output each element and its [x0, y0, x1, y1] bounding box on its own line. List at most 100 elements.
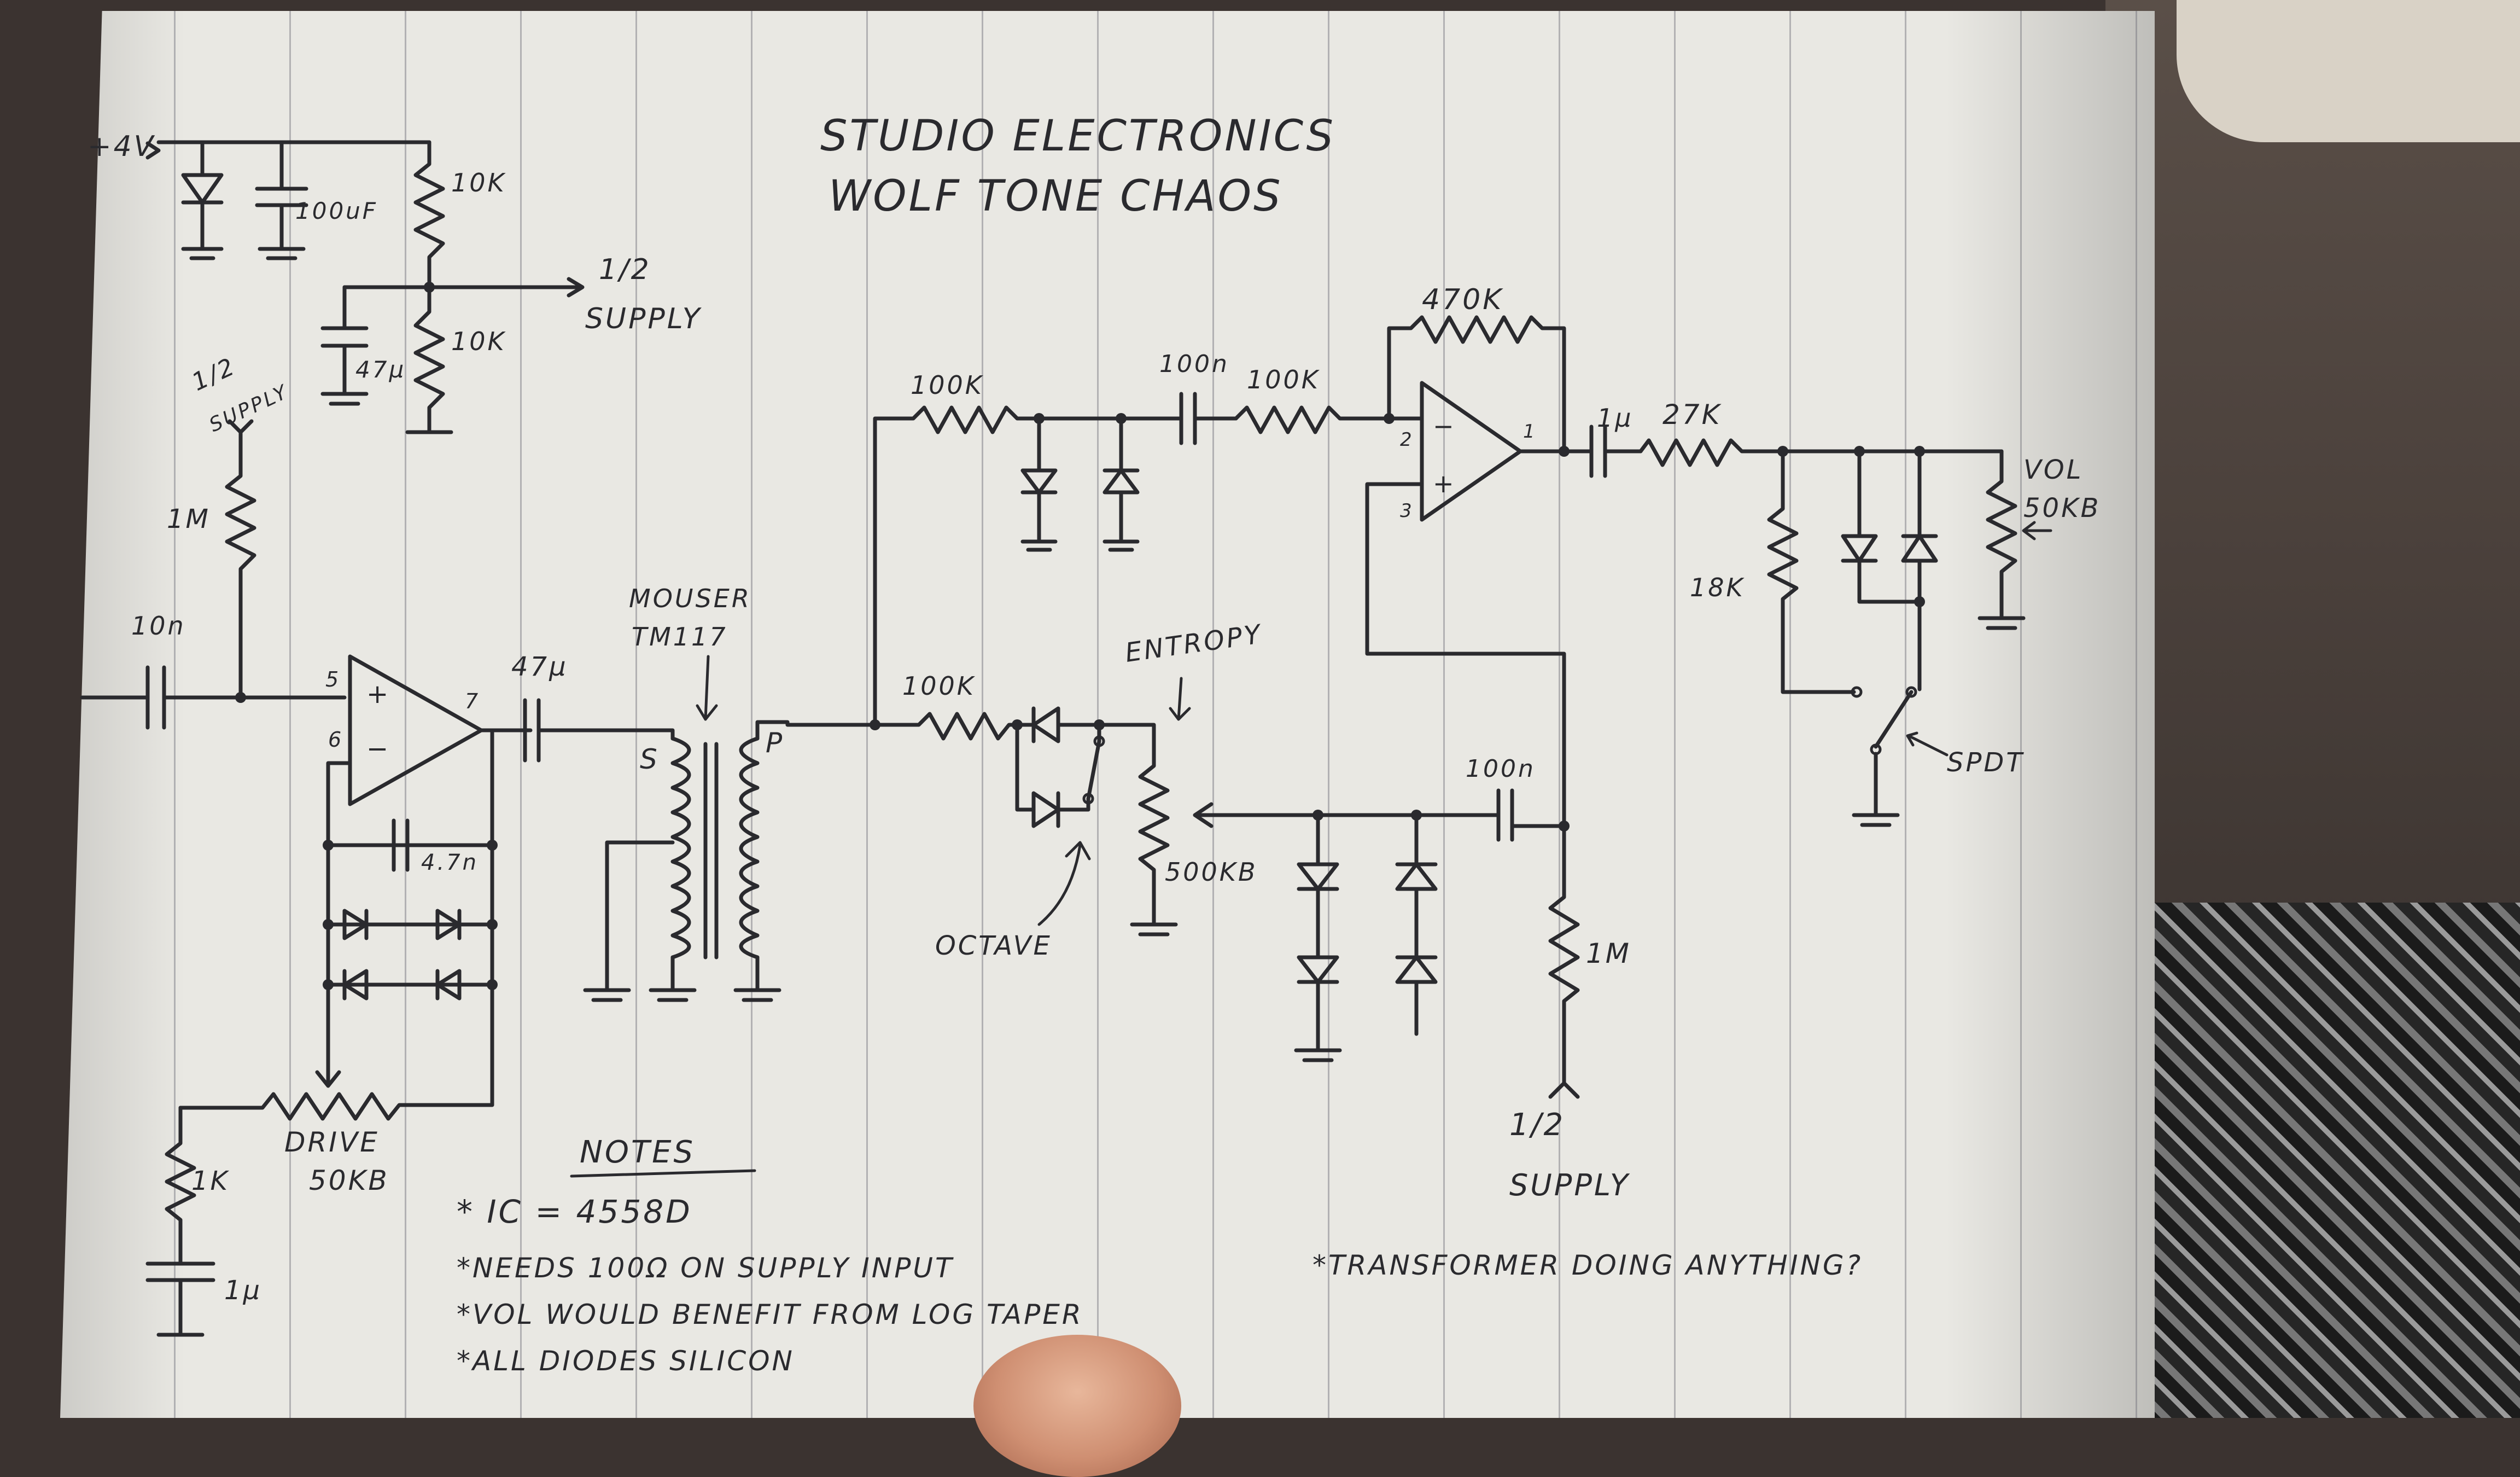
background-cushion	[2177, 0, 2520, 142]
title-line2: WOLF TONE CHAOS	[829, 172, 1282, 221]
cap-1u-symbol	[1518, 425, 1643, 478]
opamp-2-symbol	[1420, 381, 1522, 522]
cap-100uf-symbol	[255, 140, 308, 260]
half-supply-bottom-label: 1/2	[1509, 1107, 1565, 1143]
cap-47u-label: 47μ	[355, 356, 406, 383]
cap-100n-low-label: 100n	[1466, 755, 1536, 783]
cap-47u-out-label: 47μ	[511, 652, 568, 682]
cap-100n-mid-symbol	[1124, 392, 1238, 445]
volume-wiper	[2022, 521, 2052, 540]
pin2-label: 2	[1400, 429, 1414, 451]
note-item-4: *ALL DIODES SILICON	[457, 1345, 795, 1377]
clip-diodes-top	[326, 909, 494, 940]
octave-pointer	[1037, 841, 1091, 926]
pot-500kb-label: 500KB	[1165, 857, 1258, 887]
svg-text:+: +	[366, 679, 390, 710]
cap-1u-bottom-label: 1μ	[224, 1275, 262, 1306]
half-supply-label: 1/2	[599, 253, 651, 286]
resistor-1k-symbol	[165, 1106, 196, 1266]
resistor-10k-bottom-symbol	[405, 285, 453, 434]
power-input-arrow	[145, 141, 161, 160]
spdt-pointer	[1906, 731, 1949, 757]
resistor-27k-label: 27K	[1662, 399, 1722, 431]
octave-diode-bottom	[1015, 723, 1090, 828]
output-diode-1	[1841, 449, 1922, 604]
clip-diodes-bottom	[326, 969, 494, 1001]
coil-tap-ground	[583, 840, 675, 1002]
mouser-label-1: MOUSER	[629, 584, 751, 613]
diode-rails	[326, 843, 494, 987]
diode-ground	[181, 200, 224, 260]
drive-pot-symbol	[178, 982, 494, 1121]
resistor-10k-top-symbol	[413, 140, 445, 287]
resistor-1k-label: 1K	[191, 1166, 230, 1196]
svg-text:+: +	[1433, 469, 1456, 498]
vol-value-label: 50KB	[2023, 493, 2101, 524]
opamp-2-bias-wire	[1365, 482, 1566, 828]
entropy-pointer	[1169, 677, 1191, 721]
background-fabric	[2144, 903, 2520, 1418]
svg-text:−: −	[366, 734, 390, 764]
resistor-470k-symbol	[1387, 315, 1566, 453]
entropy-label: ENTROPY	[1123, 619, 1264, 668]
octave-entropy-section: 100K 100n 100K 100K ENTROPY 500KB OCTAVE…	[870, 350, 1631, 1202]
half-supply-in-label: 1/2	[188, 352, 241, 397]
entropy-pot-symbol	[1097, 723, 1178, 937]
cap-100n-mid-label: 100n	[1159, 350, 1229, 378]
diode-stack-right	[1395, 813, 1438, 1036]
resistor-18k-symbol	[1767, 449, 1856, 694]
power-supply-section: +4V 100uF 10K 1/2 SUPPLY 47μ 10K	[88, 130, 700, 434]
cap-100uf-label: 100uF	[295, 197, 378, 224]
entropy-wiper-wire	[1193, 802, 1490, 828]
secondary-label: S	[640, 743, 660, 775]
feedback-diode-2	[1102, 416, 1140, 552]
resistor-1m-low-symbol	[1548, 824, 1580, 1099]
diode-stack-left	[1294, 813, 1342, 1062]
thumb	[973, 1335, 1181, 1477]
note-side: *TRANSFORMER DOING ANYTHING?	[1312, 1249, 1863, 1281]
primary-label: P	[766, 727, 784, 759]
resistor-470k-label: 470K	[1422, 283, 1503, 316]
opamp-1-feedback	[326, 728, 533, 847]
power-input-label: +4V	[88, 130, 155, 163]
supply-diode-symbol	[181, 173, 224, 205]
pin6-label: 6	[328, 728, 343, 752]
feedback-diode-1	[1020, 416, 1058, 552]
notes-underline	[570, 1169, 756, 1178]
cap-100n-low-symbol	[1485, 788, 1566, 842]
resistor-1m-bias-label: 1M	[167, 504, 211, 534]
spdt-switch-blade	[1874, 690, 1914, 749]
half-supply-in-label2: SUPPLY	[206, 380, 292, 437]
cap-47n-label: 4.7n	[421, 850, 479, 875]
transformer-core	[703, 742, 719, 960]
drive-label: DRIVE	[284, 1126, 380, 1158]
drive-wiper	[315, 982, 341, 1088]
primary-coil	[739, 736, 760, 960]
opamp-1-symbol	[348, 654, 483, 806]
secondary-ground	[649, 955, 697, 1002]
transformer-section: 47μ MOUSER TM117 S P	[501, 584, 877, 1002]
resistor-100k-feedback-label: 100K	[911, 370, 984, 400]
cap-47n-symbol	[326, 818, 494, 872]
pin5-label: 5	[325, 667, 341, 691]
resistor-18k-label: 18K	[1690, 573, 1745, 602]
mouser-pointer	[696, 655, 718, 721]
mouser-label-2: TM117	[632, 622, 728, 652]
resistor-100k-in-label: 100K	[1247, 365, 1320, 394]
resistor-1m-low-label: 1M	[1586, 938, 1631, 969]
note-item-2: *NEEDS 100Ω ON SUPPLY INPUT	[457, 1252, 954, 1284]
volume-pot-symbol	[1978, 449, 2026, 630]
octave-label: OCTAVE	[935, 931, 1052, 961]
drive-value-label: 50KB	[309, 1165, 389, 1196]
spdt-label: SPDT	[1947, 747, 2025, 778]
input-cap-10n-label: 10n	[131, 611, 186, 641]
spdt-ground	[1852, 752, 1900, 827]
svg-text:−: −	[1433, 411, 1456, 441]
resistor-1m-bias-symbol	[225, 430, 256, 700]
notes-heading: NOTES	[580, 1135, 695, 1170]
vol-label: VOL	[2023, 455, 2083, 485]
notebook-page	[60, 11, 2155, 1418]
half-supply-arrow	[567, 277, 585, 298]
drive-stage: 1/2 SUPPLY 1M 10n + − 5 6 7 4.7n DRIVE 5…	[80, 352, 533, 1337]
primary-out-wire	[755, 720, 877, 741]
